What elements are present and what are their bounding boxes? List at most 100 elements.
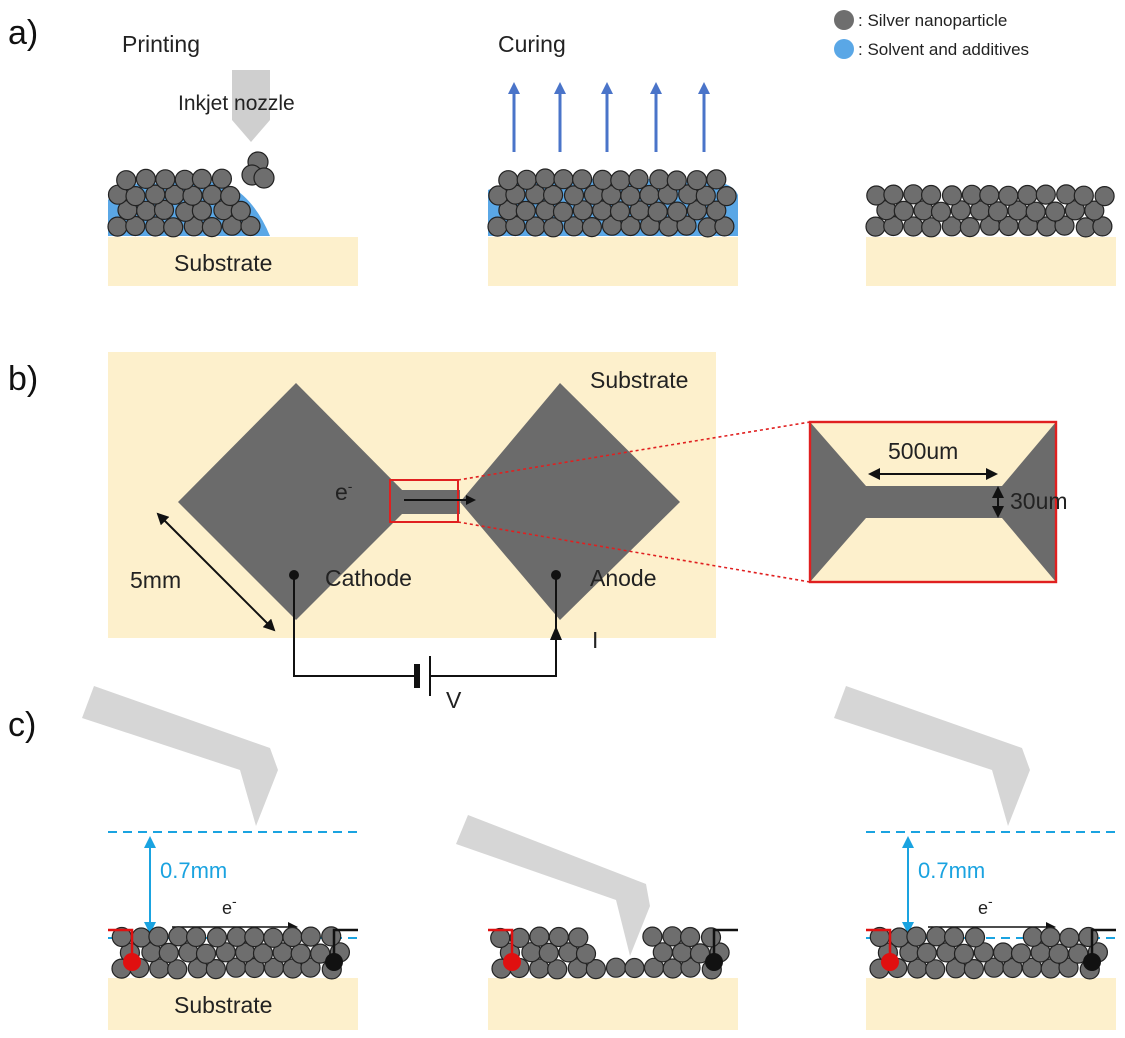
nanoparticle xyxy=(964,927,986,948)
anode-pad xyxy=(460,383,680,620)
nanoparticle xyxy=(1094,186,1115,207)
substrate-label-a: Substrate xyxy=(174,250,272,276)
nanoparticle xyxy=(191,168,212,189)
nanoparticle xyxy=(547,959,568,980)
particles-printing xyxy=(107,168,261,238)
nanoparticle xyxy=(906,926,927,947)
nanoparticle xyxy=(865,216,886,237)
nanoparticle xyxy=(585,958,607,980)
panel-c: c) 0.7mm 0.7mm e- e- Substrate xyxy=(8,686,1118,1030)
substrate-label-c: Substrate xyxy=(174,992,272,1018)
nanoparticle xyxy=(206,927,228,948)
panel-a: a) Printing Curing : Silver nanoparticle… xyxy=(8,10,1116,286)
nanoparticle xyxy=(883,184,904,205)
nanoparticle xyxy=(498,170,519,191)
nanoparticle xyxy=(920,184,942,206)
nanoparticle xyxy=(542,184,564,206)
nanoparticle xyxy=(252,943,274,964)
nanoparticle xyxy=(490,927,511,949)
nanoparticle xyxy=(571,169,593,190)
nanoparticle xyxy=(866,185,887,206)
nanoparticle xyxy=(211,168,232,189)
nanoparticle xyxy=(230,200,251,221)
nanoparticle xyxy=(244,926,265,948)
nanoparticle xyxy=(529,926,550,947)
nanoparticle xyxy=(695,185,716,206)
cathode-label: Cathode xyxy=(325,565,412,591)
gap-label-right: 0.7mm xyxy=(918,858,985,883)
nanoparticle xyxy=(487,216,508,237)
nanoparticle xyxy=(959,217,981,238)
nanoparticle xyxy=(107,216,128,237)
substrate-cured xyxy=(866,237,1116,286)
nanoparticle xyxy=(174,169,195,190)
circuit xyxy=(289,570,562,696)
inset-height-label: 30um xyxy=(1010,488,1068,514)
step-curing-label: Curing xyxy=(498,31,566,57)
nanoparticle xyxy=(1084,200,1105,221)
nanoparticle xyxy=(515,200,536,221)
nanoparticle xyxy=(992,942,1014,963)
electron-label-right: e- xyxy=(978,893,993,918)
nanoparticle xyxy=(963,958,985,980)
contacts-c3 xyxy=(866,928,1116,971)
nanoparticle xyxy=(543,217,564,238)
contacts-c1 xyxy=(108,928,358,971)
substrate-printing xyxy=(108,237,358,286)
nanoparticle xyxy=(163,217,184,238)
battery-negative xyxy=(414,664,420,688)
nanoparticle xyxy=(201,217,222,238)
nanoparticle xyxy=(226,926,247,947)
nanoparticle xyxy=(509,927,530,949)
nanoparticle xyxy=(131,927,152,948)
nanoparticle xyxy=(1035,184,1056,205)
size-label: 5mm xyxy=(130,567,181,593)
nanoparticle xyxy=(553,169,574,190)
nanoparticle xyxy=(1010,943,1032,964)
nanoparticle xyxy=(516,169,537,190)
nanoparticle xyxy=(689,943,711,964)
inkjet-nozzle xyxy=(232,70,270,142)
nozzle-label: Inkjet nozzle xyxy=(178,92,295,115)
nanoparticle xyxy=(610,170,631,191)
nanoparticle xyxy=(1059,927,1080,948)
nanoparticle xyxy=(282,926,303,948)
evaporation-arrows xyxy=(508,82,710,152)
nanoparticle xyxy=(300,926,321,947)
nanoparticle xyxy=(679,926,701,948)
nanoparticle xyxy=(1045,201,1066,222)
nanoparticle xyxy=(649,169,670,190)
nanoparticle xyxy=(592,169,613,190)
nanoparticle xyxy=(925,959,946,980)
nanoparticle xyxy=(893,200,914,221)
legend-solvent-icon xyxy=(834,39,854,59)
nanoparticle xyxy=(191,200,212,221)
nanoparticle xyxy=(1058,957,1079,978)
panel-a-label: a) xyxy=(8,14,38,52)
probe-middle xyxy=(456,815,650,956)
voltage-label: V xyxy=(446,687,462,713)
nanoparticle xyxy=(642,926,663,947)
probe-right xyxy=(834,686,1030,826)
nanoparticle xyxy=(290,943,311,964)
nanoparticle xyxy=(116,170,137,191)
substrate-c3 xyxy=(866,978,1116,1030)
particles-c2 xyxy=(490,926,730,980)
nanoparticle xyxy=(1025,201,1046,222)
nanoparticle xyxy=(706,169,727,190)
particles-cured xyxy=(865,184,1115,238)
inset-width-label: 500um xyxy=(888,438,958,464)
current-arrow-icon xyxy=(550,626,562,640)
nanoparticle xyxy=(167,959,188,980)
nanoparticle xyxy=(568,927,589,948)
step-printing-label: Printing xyxy=(122,31,200,57)
nanoparticle xyxy=(628,169,649,190)
nanoparticle xyxy=(1040,926,1061,948)
panel-b-label: b) xyxy=(8,360,38,398)
nanoparticle xyxy=(158,942,179,964)
probe-left xyxy=(82,686,278,826)
nanoparticle xyxy=(205,958,226,980)
nanoparticle xyxy=(563,185,585,206)
nanoparticle xyxy=(889,927,910,948)
